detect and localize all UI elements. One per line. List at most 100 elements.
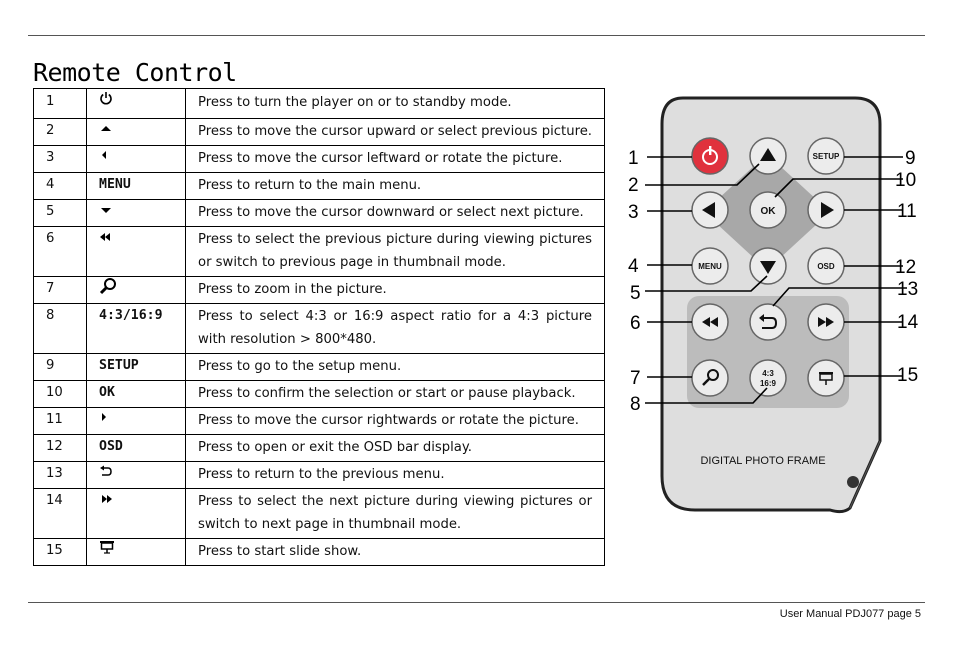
callout-11: 11 xyxy=(897,201,917,222)
key-description: Press to open or exit the OSD bar displa… xyxy=(185,434,605,462)
fast-forward-icon xyxy=(99,489,113,512)
zoom-button[interactable] xyxy=(691,359,729,397)
osd-button[interactable]: OSD xyxy=(807,247,845,285)
row-number: 3 xyxy=(33,145,87,173)
menu-button[interactable]: MENU xyxy=(691,247,729,285)
table-row: 2 Press to move the cursor upward or sele… xyxy=(33,118,605,146)
row-number: 13 xyxy=(33,461,87,489)
key-description: Press to zoom in the picture. xyxy=(185,276,605,304)
key-icon-cell xyxy=(86,88,186,119)
row-number: 15 xyxy=(33,538,87,566)
key-description: Press to turn the player on or to standb… xyxy=(185,88,605,119)
key-description: Press to select the next picture during … xyxy=(185,488,605,539)
key-icon-cell xyxy=(86,461,186,489)
return-button[interactable] xyxy=(749,303,787,341)
row-number: 7 xyxy=(33,276,87,304)
ratio-button-label-bottom: 16:9 xyxy=(760,379,777,388)
row-number: 12 xyxy=(33,434,87,462)
key-icon-cell xyxy=(86,488,186,539)
power-icon xyxy=(99,89,113,115)
setup-button-label: SETUP xyxy=(813,152,840,161)
callout-2: 2 xyxy=(628,175,639,196)
table-row: 5 Press to move the cursor downward or se… xyxy=(33,199,605,227)
key-icon-cell xyxy=(86,538,186,566)
table-row: 3 Press to move the cursor leftward or ro… xyxy=(33,145,605,173)
row-number: 6 xyxy=(33,226,87,277)
key-description: Press to move the cursor upward or selec… xyxy=(185,118,605,146)
key-label: OK xyxy=(86,380,186,408)
key-description: Press to return to the previous menu. xyxy=(185,461,605,489)
menu-button-label: MENU xyxy=(698,262,722,271)
table-row: 7 Press to zoom in the picture. xyxy=(33,276,605,304)
key-description: Press to start slide show. xyxy=(185,538,605,566)
remote-control-table: 1 Press to turn the player on or to stand… xyxy=(33,88,605,566)
key-label: OSD xyxy=(86,434,186,462)
key-description: Press to move the cursor leftward or rot… xyxy=(185,145,605,173)
key-icon-cell xyxy=(86,226,186,277)
ratio-button[interactable]: 4:3 16:9 xyxy=(749,359,787,397)
table-row: 11 Press to move the cursor rightwards or… xyxy=(33,407,605,435)
row-number: 11 xyxy=(33,407,87,435)
page-footer: User Manual PDJ077 page 5 xyxy=(779,608,921,620)
rewind-icon xyxy=(99,227,113,250)
key-description: Press to move the cursor downward or sel… xyxy=(185,199,605,227)
callout-12: 12 xyxy=(895,257,916,278)
row-number: 9 xyxy=(33,353,87,381)
key-description: Press to select the previous picture dur… xyxy=(185,226,605,277)
down-button[interactable] xyxy=(749,247,787,285)
arrow-down-icon xyxy=(99,200,113,223)
key-icon-cell xyxy=(86,276,186,304)
key-icon-cell xyxy=(86,118,186,146)
arrow-up-icon xyxy=(99,119,113,142)
key-description: Press to select 4:3 or 16:9 aspect ratio… xyxy=(185,303,605,354)
remote-control-illustration: SETUP OK MENU OSD xyxy=(628,96,919,514)
table-row: 13 Press to return to the previous menu. xyxy=(33,461,605,489)
slideshow-button[interactable] xyxy=(807,359,845,397)
rewind-button[interactable] xyxy=(691,303,729,341)
key-description: Press to return to the main menu. xyxy=(185,172,605,200)
slideshow-icon xyxy=(99,539,115,562)
table-row: 15 Press to start slide show. xyxy=(33,538,605,566)
key-icon-cell xyxy=(86,199,186,227)
row-number: 2 xyxy=(33,118,87,146)
callout-5: 5 xyxy=(630,283,641,304)
left-button[interactable] xyxy=(691,191,729,229)
row-number: 14 xyxy=(33,488,87,539)
callout-10: 10 xyxy=(895,170,916,191)
callout-9: 9 xyxy=(905,148,916,169)
callout-15: 15 xyxy=(897,365,918,386)
ratio-button-label-top: 4:3 xyxy=(762,369,774,378)
callout-4: 4 xyxy=(628,256,639,277)
key-description: Press to move the cursor rightwards or r… xyxy=(185,407,605,435)
key-description: Press to go to the setup menu. xyxy=(185,353,605,381)
table-row: 1 Press to turn the player on or to stand… xyxy=(33,88,605,119)
callout-8: 8 xyxy=(630,394,641,415)
callout-14: 14 xyxy=(897,312,919,333)
row-number: 1 xyxy=(33,88,87,119)
fast-forward-button[interactable] xyxy=(807,303,845,341)
page-title: Remote Control xyxy=(33,58,237,87)
ok-button-label: OK xyxy=(761,206,777,217)
ok-button[interactable]: OK xyxy=(749,191,787,229)
table-row: 6 Press to select the previous picture du… xyxy=(33,226,605,277)
row-number: 5 xyxy=(33,199,87,227)
table-row: 14 Press to select the next picture durin… xyxy=(33,488,605,539)
setup-button[interactable]: SETUP xyxy=(807,137,845,175)
right-button[interactable] xyxy=(807,191,845,229)
return-icon xyxy=(99,462,113,485)
bottom-rule xyxy=(28,602,925,603)
power-button[interactable] xyxy=(691,137,729,175)
key-label: SETUP xyxy=(86,353,186,381)
arrow-left-icon xyxy=(99,146,109,169)
callout-7: 7 xyxy=(630,368,641,389)
key-label: 4:3/16:9 xyxy=(86,303,186,354)
callout-lines xyxy=(645,156,907,404)
callout-1: 1 xyxy=(628,148,639,169)
up-button[interactable] xyxy=(749,137,787,175)
lanyard-hole xyxy=(847,476,859,488)
row-number: 4 xyxy=(33,172,87,200)
